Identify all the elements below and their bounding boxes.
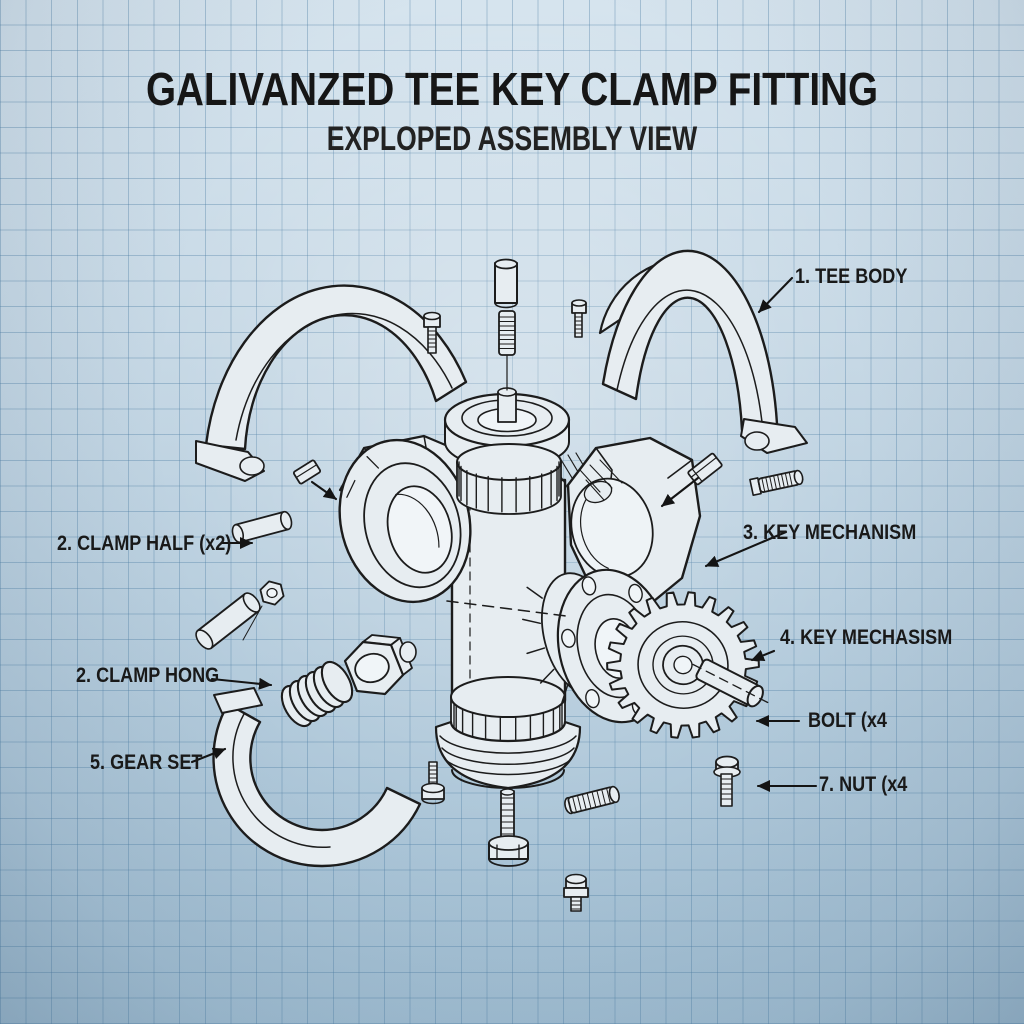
threaded-stud-top [498,310,516,356]
bolt-top-left [423,311,441,354]
clamp-half-top-right [598,249,808,454]
left-socket-ring [338,438,472,604]
leader-arrow-tee-body [757,276,794,314]
label-bolt: BOLT (x4 [808,709,887,732]
key-mechanism-hex-socket [566,436,702,612]
spline-collar-bottom [450,676,566,748]
bolt-bottom-small [563,873,589,912]
hex-nut-large [343,634,417,696]
leader-arrow-clamp-hong [210,677,273,690]
label-clamp-half: 2. CLAMP HALF (x2) [57,532,232,555]
cutaway-hatch [551,452,598,501]
nut-small [259,580,285,606]
leader-arrow-key-mechasism [750,649,776,662]
gear-shaft [692,658,769,708]
leader-arrow-key-block-left [310,480,338,501]
spur-gear [606,591,760,739]
pin-left [195,592,261,650]
bolt-bottom-long [488,788,529,867]
leader-arrow-key-mechanism [704,530,788,568]
threaded-stud-right [749,469,804,497]
title-block: GALIVANZED TEE KEY CLAMP FITTING EXPLOPE… [0,62,1024,159]
label-key-mechasism: 4. KEY MECHASISM [780,626,953,649]
leader-arrow-key-block-right [660,476,700,508]
leader-arrows [190,276,818,792]
page-subtitle: EXPLOPED ASSEMBLY VIEW [326,120,698,158]
leader-arrow-gear-set [190,747,227,764]
threaded-stud-bottom [564,785,620,815]
bolt-top-right [571,299,587,338]
page-title: GALIVANZED TEE KEY CLAMP FITTING [145,63,879,115]
bolt-bottom-right [713,755,741,807]
label-nut: 7. NUT (x4 [819,773,908,796]
clamp-half-top-left [195,284,468,482]
label-tee-body: 1. TEE BODY [795,265,908,288]
clamp-half-bottom [212,687,422,868]
key-block-right [687,452,723,486]
key-block-left [292,459,322,485]
axis-lines [446,600,567,617]
bottom-bell [434,720,582,816]
spline-collar-top [456,443,562,515]
bolt-bottom-left [421,761,445,805]
label-key-mechanism: 3. KEY MECHANISM [743,521,917,544]
coil-spring [280,660,354,728]
label-gear-set: 5. GEAR SET [90,751,203,774]
label-clamp-hong: 2. CLAMP HONG [76,664,220,687]
pin-upper-left [231,510,293,544]
pin-top [494,258,518,309]
